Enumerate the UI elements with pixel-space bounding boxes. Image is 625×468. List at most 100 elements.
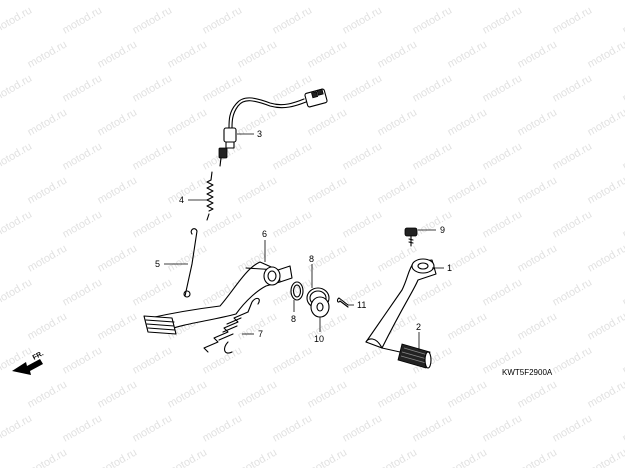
watermark-text: motod.ru: [131, 140, 175, 172]
brake-switch-rod[interactable]: [183, 228, 198, 298]
watermark-text: motod.ru: [61, 344, 105, 376]
watermark-text: motod.ru: [586, 174, 625, 206]
watermark-text: motod.ru: [26, 106, 70, 138]
watermark-text: motod.ru: [96, 242, 140, 274]
watermark-text: motod.ru: [376, 0, 420, 3]
watermark-text: motod.ru: [551, 72, 595, 104]
watermark-text: motod.ru: [341, 412, 385, 444]
watermark-text: motod.ru: [0, 140, 34, 172]
watermark-text: motod.ru: [376, 446, 420, 468]
watermark-text: motod.ru: [446, 378, 490, 410]
watermark-text: motod.ru: [26, 38, 70, 70]
watermark-text: motod.ru: [306, 174, 350, 206]
watermark-text: motod.ru: [306, 38, 350, 70]
watermark-text: motod.ru: [166, 0, 210, 3]
watermark-text: motod.ru: [621, 208, 625, 240]
leader-lines: [164, 133, 444, 350]
watermark-text: motod.ru: [166, 378, 210, 410]
callout-9: 9: [440, 225, 445, 235]
watermark-text: motod.ru: [551, 4, 595, 36]
watermark-text: motod.ru: [516, 174, 560, 206]
watermark-text: motod.ru: [621, 4, 625, 36]
watermark-text: motod.ru: [166, 106, 210, 138]
watermark-text: motod.ru: [271, 208, 315, 240]
gearshift-pedal-rubber[interactable]: [381, 343, 432, 369]
callout-5: 5: [155, 259, 160, 269]
watermark-text: motod.ru: [131, 344, 175, 376]
watermark-text: motod.ru: [236, 446, 280, 468]
watermark-text: motod.ru: [26, 446, 70, 468]
diagram-code: KWT5F2900A: [502, 368, 553, 377]
watermark-text: motod.ru: [271, 344, 315, 376]
watermark-text: motod.ru: [341, 140, 385, 172]
watermark-text: motod.ru: [0, 208, 34, 240]
pinch-bolt[interactable]: [404, 227, 418, 247]
watermark-text: motod.ru: [481, 208, 525, 240]
watermark-text: motod.ru: [446, 242, 490, 274]
watermark-text: motod.ru: [306, 310, 350, 342]
watermark-text: motod.ru: [446, 174, 490, 206]
watermark-text: motod.ru: [166, 446, 210, 468]
watermark-text: motod.ru: [376, 174, 420, 206]
watermark-text: motod.ru: [131, 276, 175, 308]
watermark-text: motod.ru: [306, 106, 350, 138]
watermark-text: motod.ru: [586, 106, 625, 138]
callout-1: 1: [447, 263, 452, 273]
brake-light-switch[interactable]: [218, 88, 328, 167]
watermark-text: motod.ru: [516, 0, 560, 3]
watermark-text: motod.ru: [516, 446, 560, 468]
watermark-text: motod.ru: [621, 72, 625, 104]
watermark-text: motod.ru: [586, 242, 625, 274]
callout-11: 11: [357, 300, 366, 310]
watermark-text: motod.ru: [411, 72, 455, 104]
watermark-text: motod.ru: [376, 378, 420, 410]
gearshift-pedal-arm[interactable]: [365, 258, 437, 349]
watermark-text: motod.ru: [516, 378, 560, 410]
watermark-text: motod.ru: [236, 38, 280, 70]
watermark-text: motod.ru: [411, 412, 455, 444]
callout-labels: 3 4 5 6 7 8 8 9 10 11 1 2: [155, 129, 452, 344]
watermark-text: motod.ru: [551, 412, 595, 444]
watermark-text: motod.ru: [516, 310, 560, 342]
watermark-text: motod.ru: [306, 378, 350, 410]
watermark-text: motod.ru: [341, 4, 385, 36]
watermark-text: motod.ru: [96, 38, 140, 70]
watermark-text: motod.ru: [26, 310, 70, 342]
front-direction-marker: FR.: [12, 350, 45, 375]
watermark-text: motod.ru: [341, 344, 385, 376]
watermark-text: motod.ru: [551, 208, 595, 240]
watermark-text: motod.ru: [446, 106, 490, 138]
watermark-text: motod.ru: [26, 0, 70, 3]
watermark-text: motod.ru: [586, 310, 625, 342]
watermark-text: motod.ru: [271, 412, 315, 444]
watermark-text: motod.ru: [166, 242, 210, 274]
watermark-text: motod.ru: [446, 446, 490, 468]
watermark-text: motod.ru: [131, 4, 175, 36]
watermark-text: motod.ru: [481, 276, 525, 308]
watermark-text: motod.ru: [306, 446, 350, 468]
watermark-text: motod.ru: [96, 378, 140, 410]
callout-8-upper: 8: [309, 254, 314, 264]
watermark-text: motod.ru: [96, 106, 140, 138]
watermark-text: motod.ru: [0, 4, 34, 36]
watermark-text: motod.ru: [131, 208, 175, 240]
watermark-text: motod.ru: [341, 72, 385, 104]
switch-spring[interactable]: [206, 171, 214, 221]
watermark-text: motod.ru: [376, 38, 420, 70]
watermark-text: motod.ru: [96, 310, 140, 342]
cotter-pin[interactable]: [336, 297, 349, 308]
watermark-text: motod.ru: [481, 4, 525, 36]
watermark-text: motod.ru: [481, 412, 525, 444]
watermark-text: motod.ru: [201, 72, 245, 104]
watermark-text: motod.ru: [481, 140, 525, 172]
watermark-text: motod.ru: [26, 378, 70, 410]
callout-3: 3: [257, 129, 262, 139]
watermark-text: motod.ru: [481, 72, 525, 104]
brake-pedal[interactable]: [143, 261, 293, 335]
return-spring[interactable]: [203, 297, 260, 354]
seal-left[interactable]: [290, 281, 304, 301]
washer[interactable]: [310, 296, 330, 318]
watermark-text: motod.ru: [271, 4, 315, 36]
